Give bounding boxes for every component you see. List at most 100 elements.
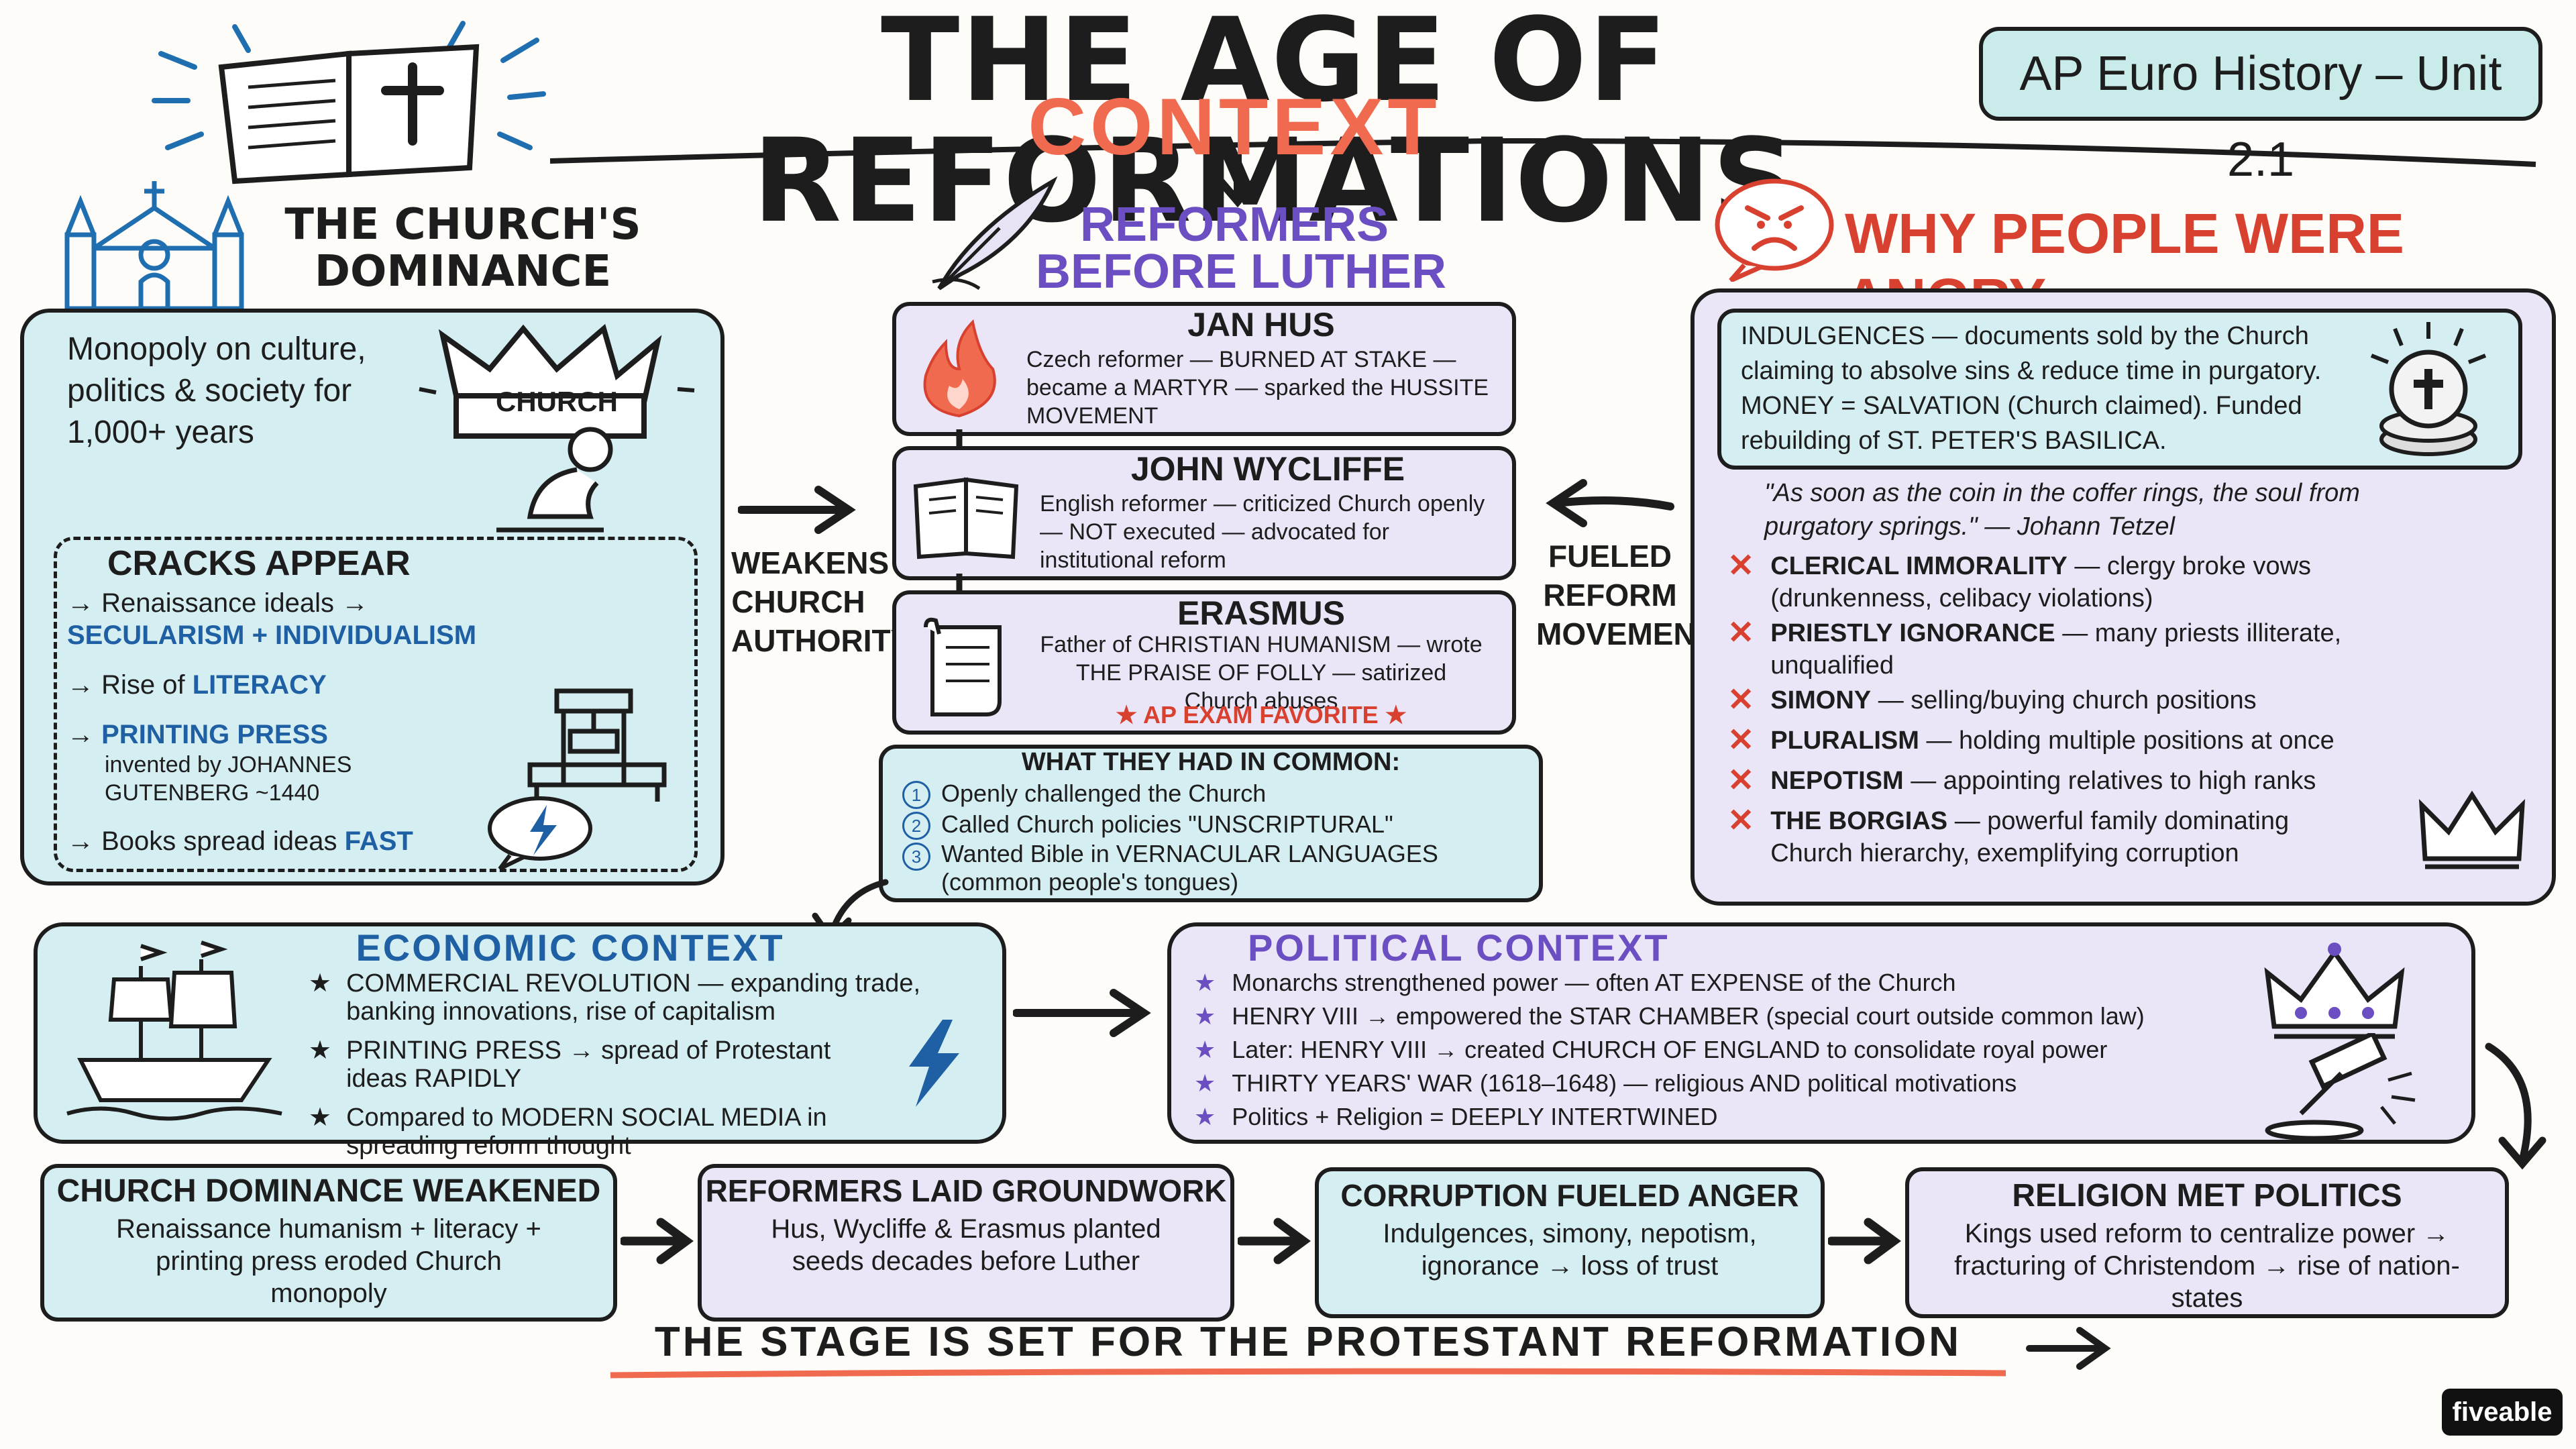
political-item: HENRY VIII → empowered the STAR CHAMBER … xyxy=(1232,1002,2145,1030)
crown-label: CHURCH xyxy=(496,386,618,417)
economic-item: PRINTING PRESS → spread of Protestant id… xyxy=(346,1036,831,1093)
church-heading-line2: DOMINANCE xyxy=(314,247,612,297)
star-icon: ★ xyxy=(309,1104,332,1132)
x-icon: ✕ xyxy=(1727,722,1755,758)
ship-icon xyxy=(60,939,288,1127)
crack-highlight: PRINTING PRESS xyxy=(101,720,328,749)
summary-card xyxy=(698,1164,1234,1322)
list-item: ★ HENRY VIII → empowered the STAR CHAMBER… xyxy=(1194,1000,2267,1033)
x-icon: ✕ xyxy=(1727,615,1755,651)
economic-list: ★COMMERCIAL REVOLUTION — expanding trade… xyxy=(309,969,966,1160)
hus-card xyxy=(892,302,1516,436)
bible-icon xyxy=(148,13,550,188)
arrow-right-icon xyxy=(619,1214,694,1268)
arrow-right-icon xyxy=(1827,1214,1902,1268)
x-icon: ✕ xyxy=(1727,548,1755,584)
list-item: ★Later: HENRY VIII → created CHURCH OF E… xyxy=(1194,1033,2267,1067)
church-panel xyxy=(20,309,724,885)
economic-heading: ECONOMIC CONTEXT xyxy=(356,926,785,969)
arrow-right-icon xyxy=(737,483,859,537)
wycliffe-card xyxy=(892,446,1516,580)
grievance-term: NEPOTISM xyxy=(1770,767,1904,795)
tetzel-quote: "As soon as the coin in the coffer rings… xyxy=(1764,479,2360,541)
grievance-term: SIMONY xyxy=(1770,686,1872,714)
star-icon: ★ xyxy=(309,1036,332,1065)
cathedral-icon xyxy=(54,181,255,315)
arrow-left-icon xyxy=(1536,476,1677,530)
grievance-desc: — many priests illiterate, unqualified xyxy=(1770,619,2342,680)
fiveable-logo: fiveable xyxy=(2442,1389,2563,1436)
lightning-icon xyxy=(899,1020,966,1107)
number-circle-icon: 2 xyxy=(902,812,930,840)
conclusion-text: THE STAGE IS SET FOR THE PROTESTANT REFO… xyxy=(654,1319,1962,1365)
grievance-desc: — appointing relatives to high ranks xyxy=(1911,767,2316,795)
number-circle-icon: 1 xyxy=(902,781,930,809)
list-item: ★THIRTY YEARS' WAR (1618–1648) — religio… xyxy=(1194,1067,2267,1100)
list-item: 2 Called Church policies "UNSCRIPTURAL" xyxy=(902,809,1526,840)
list-item: ✕NEPOTISM — appointing relatives to high… xyxy=(1727,765,2432,797)
crown-kneeling-figure-icon xyxy=(416,315,698,543)
political-item: Monarchs strengthened power — often AT E… xyxy=(1232,969,1956,996)
crack-suffix: invented by JOHANNES GUTENBERG ~1440 xyxy=(105,752,352,806)
star-icon: ★ xyxy=(1194,969,1216,996)
quill-icon xyxy=(919,174,1067,295)
jeweled-crown-icon xyxy=(2261,939,2408,1046)
wycliffe-name: JOHN WYCLIFFE xyxy=(1130,450,1405,488)
header-underline xyxy=(549,114,2549,174)
reformers-heading-line1: REFORMERS xyxy=(1079,198,1389,252)
list-item: ★Compared to MODERN SOCIAL MEDIA in spre… xyxy=(309,1104,859,1160)
list-item: ✕ SIMONY — selling/buying church position… xyxy=(1727,684,2432,716)
summary-title: RELIGION MET POLITICS xyxy=(2012,1178,2402,1214)
grievance-term: CLERICAL IMMORALITY xyxy=(1770,552,2068,580)
common-text: Openly challenged the Church xyxy=(941,780,1267,807)
star-icon: ★ xyxy=(309,969,332,998)
context-label: CONTEXT xyxy=(1028,82,1441,172)
list-item: ★ PRINTING PRESS → spread of Protestant i… xyxy=(309,1036,859,1093)
gavel-icon xyxy=(2261,1030,2435,1141)
crown-icon xyxy=(2415,785,2529,872)
angry-heading: WHY PEOPLE WERE ANGRY xyxy=(1845,202,2404,330)
summary-title: REFORMERS LAID GROUNDWORK xyxy=(705,1173,1227,1208)
fueled-label: FUELED REFORM MOVEMENTS xyxy=(1536,539,1735,651)
monopoly-text: Monopoly on culture, politics & society … xyxy=(67,331,366,450)
summary-body: Renaissance humanism + literacy + printi… xyxy=(116,1214,541,1308)
curved-arrow-down-icon xyxy=(2475,1040,2556,1174)
summary-body: Kings used reform to centralize power → … xyxy=(1954,1219,2460,1313)
star-icon: ★ xyxy=(1194,1002,1216,1030)
crack-prefix: Books spread ideas xyxy=(101,826,337,856)
summary-title: CHURCH DOMINANCE WEAKENED xyxy=(56,1173,601,1209)
common-heading: WHAT THEY HAD IN COMMON: xyxy=(1021,748,1401,776)
course-badge: AP Euro History – Unit 2.1 xyxy=(1979,27,2542,186)
grievance-desc: — selling/buying church positions xyxy=(1878,686,2257,714)
church-heading-line1: THE CHURCH'S xyxy=(284,200,641,250)
grievance-desc: — powerful family dominating Church hier… xyxy=(1770,807,2290,867)
list-item: → Renaissance ideals → SECULARISM + INDI… xyxy=(67,588,477,650)
political-panel xyxy=(1167,922,2475,1144)
fire-icon xyxy=(912,315,1006,423)
list-item: ★COMMERCIAL REVOLUTION — expanding trade… xyxy=(309,969,966,1026)
wycliffe-desc: English reformer — criticized Church ope… xyxy=(1040,491,1485,573)
summary-body: Indulgences, simony, nepotism, ignorance… xyxy=(1383,1219,1757,1281)
grievance-term: PRIESTLY IGNORANCE xyxy=(1770,619,2055,647)
common-text: Called Church policies "UNSCRIPTURAL" xyxy=(941,810,1393,838)
star-icon: ★ xyxy=(1194,1103,1216,1130)
crack-highlight: FAST xyxy=(344,826,413,856)
conclusion-underline xyxy=(604,1365,2012,1385)
angry-face-icon xyxy=(1711,174,1838,283)
arrow-right-icon xyxy=(1236,1214,1311,1268)
list-item: → Books spread ideas FAST xyxy=(67,826,413,856)
list-item: ✕ PRIESTLY IGNORANCE — many priests illit… xyxy=(1727,617,2432,682)
list-item: ✕PLURALISM — holding multiple positions … xyxy=(1727,724,2432,757)
hus-name: JAN HUS xyxy=(1187,306,1335,343)
summary-card xyxy=(1905,1167,2509,1318)
weakens-label: WEAKENS CHURCH AUTHORITY xyxy=(731,545,912,658)
grievance-list: ✕CLERICAL IMMORALITY — clergy broke vows… xyxy=(1727,550,2432,869)
erasmus-desc: Father of CHRISTIAN HUMANISM — wrote THE… xyxy=(1040,632,1483,714)
x-icon: ✕ xyxy=(1727,682,1755,718)
summary-card xyxy=(40,1164,617,1322)
hus-desc: Czech reformer — BURNED AT STAKE — becam… xyxy=(1026,347,1489,429)
common-list: 1 Openly challenged the Church 2 Called Ch… xyxy=(902,778,1526,896)
arrow-down-icon xyxy=(1201,150,1275,208)
